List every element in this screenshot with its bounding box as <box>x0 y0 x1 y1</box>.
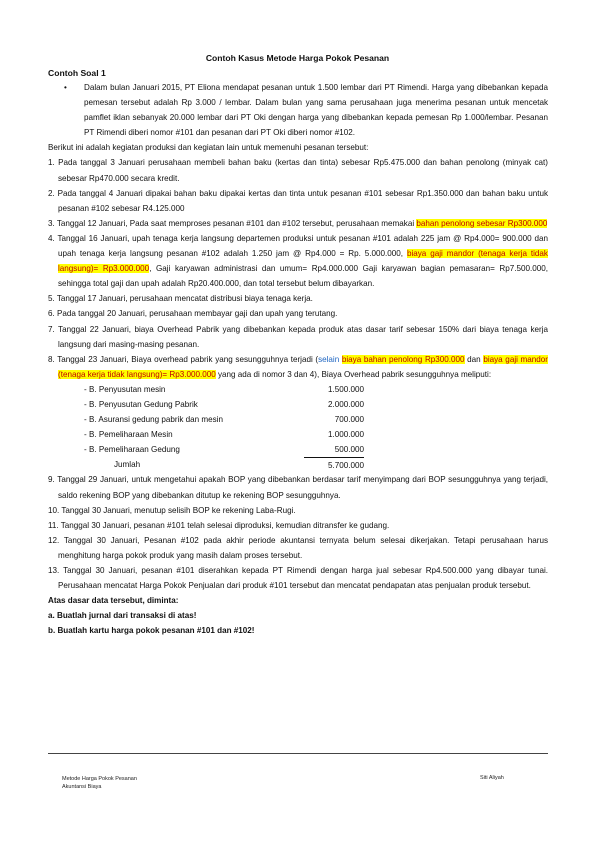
highlighted-text: biaya bahan penolong Rp300.000 <box>341 354 465 364</box>
highlighted-text: bahan penolong sebesar Rp300.000 <box>416 218 548 228</box>
list-item: 2. Pada tanggal 4 Januari dipakai bahan … <box>48 188 548 213</box>
bop-value: 1.000.000 <box>327 430 364 440</box>
list-item: 9. Tanggal 29 Januari, untuk mengetahui … <box>48 475 548 500</box>
bullet-text: Dalam bulan Januari 2015, PT Eliona mend… <box>84 83 548 138</box>
bop-row: - B. Asuransi gedung pabrik dan mesin 700… <box>84 412 364 427</box>
page-title: Contoh Kasus Metode Harga Pokok Pesanan <box>205 53 390 63</box>
question-heading: Atas dasar data tersebut, diminta: <box>48 596 179 606</box>
bop-value: 700.000 <box>334 415 364 425</box>
footer-author: Siti Aliyah <box>480 775 504 781</box>
section-title: Contoh Soal 1 <box>48 68 106 78</box>
item-text: 4. Tanggal 16 Januari, upah tenaga kerja… <box>48 233 548 259</box>
footer-divider <box>48 753 548 754</box>
bop-row: - B. Penyusutan Gedung Pabrik 2.000.000 <box>84 397 364 412</box>
bop-total-row: Jumlah 5.700.000 <box>84 457 364 472</box>
bop-list: - B. Penyusutan mesin 1.500.000 - B. Peny… <box>84 382 364 473</box>
list-item: 12. Tanggal 30 Januari, Pesanan #102 pad… <box>48 535 548 560</box>
list-item: 8. Tanggal 23 Januari, Biaya overhead pa… <box>48 352 548 382</box>
list-item: 7. Tanggal 22 Januari, biaya Overhead Pa… <box>48 324 548 349</box>
bullet-icon: • <box>64 83 67 92</box>
intro-text: Berikut ini adalah kegiatan produksi dan… <box>48 143 369 153</box>
list-item: 3. Tanggal 12 Januari, Pada saat mempros… <box>48 216 548 231</box>
item-text: dan <box>464 354 484 364</box>
footer-left: Metode Harga Pokok Pesanan Akuntansi Bia… <box>62 775 137 791</box>
item-text: yang ada di nomor 3 dan 4), Biaya Overhe… <box>215 369 492 379</box>
bop-value: 500.000 <box>334 445 364 455</box>
question-b: b. Buatlah kartu harga pokok pesanan #10… <box>48 626 255 636</box>
item-text: 8. Tanggal 23 Januari, Biaya overhead pa… <box>48 354 319 364</box>
footer-subject: Akuntansi Biaya <box>62 784 102 790</box>
list-item: 10. Tanggal 30 Januari, menutup selisih … <box>48 505 296 515</box>
list-item: 1. Pada tanggal 3 Januari perusahaan mem… <box>48 158 548 183</box>
bop-label: - B. Pemeliharaan Gedung <box>84 445 180 455</box>
item-text: , Gaji karyawan administrasi dan umum= R… <box>58 264 548 289</box>
bop-row: - B. Pemeliharaan Gedung 500.000 <box>84 442 364 457</box>
list-item: 5. Tanggal 17 Januari, perusahaan mencat… <box>48 294 313 304</box>
bop-label: - B. Asuransi gedung pabrik dan mesin <box>84 415 224 425</box>
bop-label: - B. Pemeliharaan Mesin <box>84 430 173 440</box>
bop-total-label: Jumlah <box>114 460 141 470</box>
list-item: 6. Pada tanggal 20 Januari, perusahaan m… <box>48 309 338 319</box>
blue-text: selain <box>318 354 340 364</box>
list-item: 11. Tanggal 30 Januari, pesanan #101 tel… <box>48 520 390 530</box>
list-item: 13. Tanggal 30 Januari, pesanan #101 dis… <box>48 566 548 591</box>
footer-course: Metode Harga Pokok Pesanan <box>62 776 137 782</box>
item-text: 3. Tanggal 12 Januari, Pada saat mempros… <box>48 218 417 228</box>
bop-label: - B. Penyusutan Gedung Pabrik <box>84 399 198 409</box>
intro-bullet: • Dalam bulan Januari 2015, PT Eliona me… <box>62 80 548 140</box>
question-a: a. Buatlah jurnal dari transaksi di atas… <box>48 611 197 621</box>
bop-row: - B. Pemeliharaan Mesin 1.000.000 <box>84 427 364 442</box>
document-body: • Dalam bulan Januari 2015, PT Eliona me… <box>48 80 548 638</box>
bop-total-value: 5.700.000 <box>304 457 364 472</box>
bop-row: - B. Penyusutan mesin 1.500.000 <box>84 382 364 397</box>
bop-value: 1.500.000 <box>327 384 364 394</box>
list-item: 4. Tanggal 16 Januari, upah tenaga kerja… <box>48 231 548 291</box>
bop-label: - B. Penyusutan mesin <box>84 384 166 394</box>
bop-value: 2.000.000 <box>327 399 364 409</box>
